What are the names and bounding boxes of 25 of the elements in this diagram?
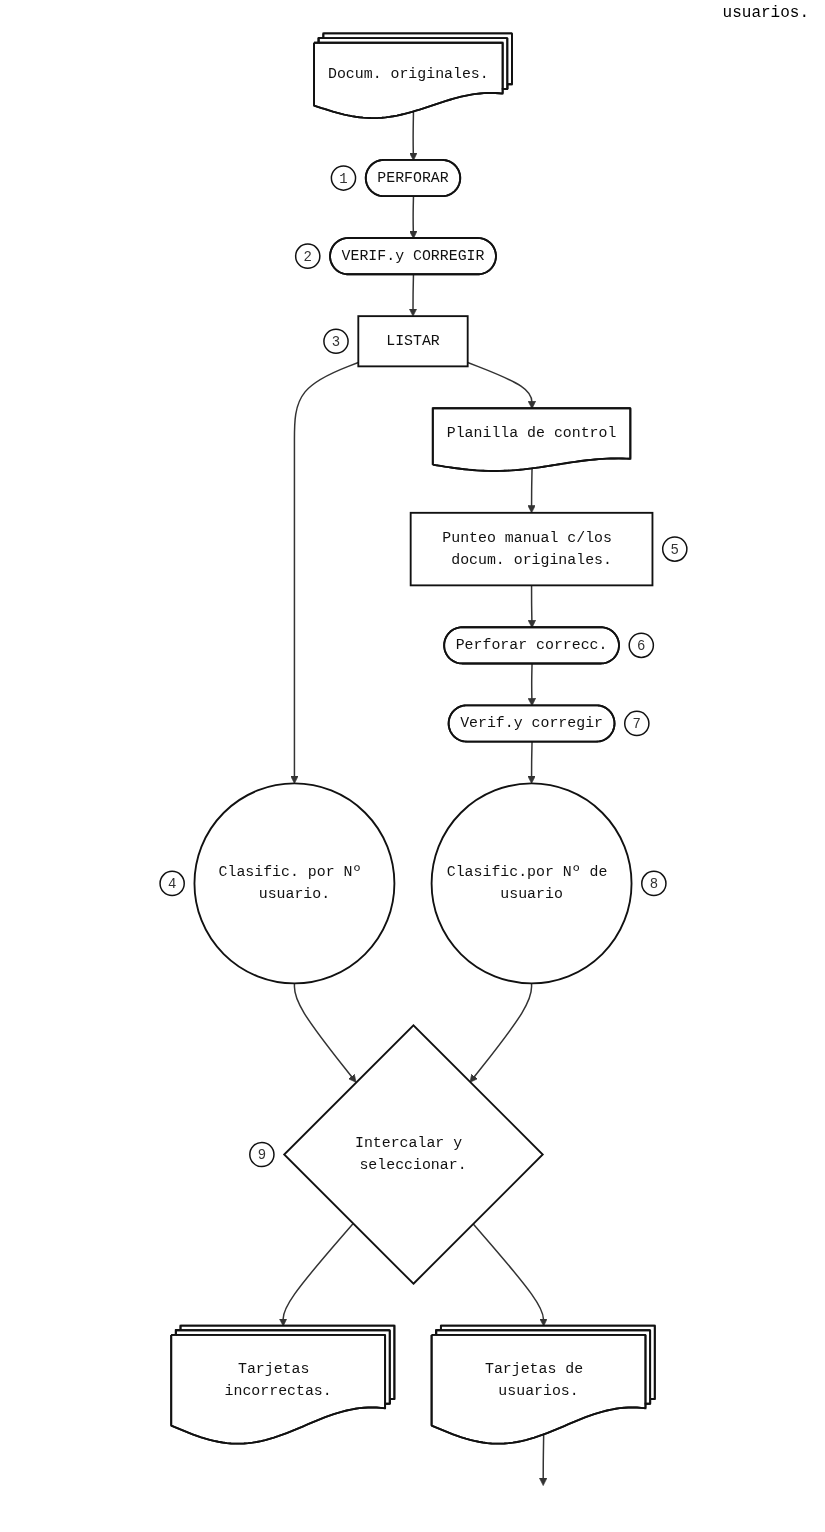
note-text: usuarios.	[722, 4, 809, 22]
step-number: 3	[322, 328, 349, 355]
step-number: 8	[640, 870, 667, 897]
step-number: 5	[661, 536, 688, 562]
node-box: Punteo manual c/los docum. originales.	[409, 511, 653, 587]
arrow	[469, 982, 532, 1083]
arrow	[293, 982, 356, 1083]
node-diamond: Intercalar y seleccionar.	[282, 1023, 544, 1286]
arrow	[538, 1434, 547, 1486]
node-circle: Clasific. por Nº usuario.	[193, 782, 395, 985]
node-circle: Clasific.por Nº de usuario	[430, 782, 632, 985]
arrow	[408, 111, 417, 161]
step-number: 4	[158, 870, 185, 897]
arrow	[408, 274, 417, 317]
arrow	[408, 195, 417, 239]
step-number: 9	[248, 1141, 275, 1168]
arrow	[527, 741, 536, 784]
step-number: 7	[623, 710, 650, 737]
step-number: 2	[294, 243, 321, 269]
step-number: 6	[627, 632, 654, 659]
arrow	[527, 468, 536, 514]
arrow	[527, 584, 536, 629]
step-number: 1	[330, 165, 356, 191]
node-box: LISTAR	[356, 315, 469, 368]
arrow	[527, 663, 536, 707]
